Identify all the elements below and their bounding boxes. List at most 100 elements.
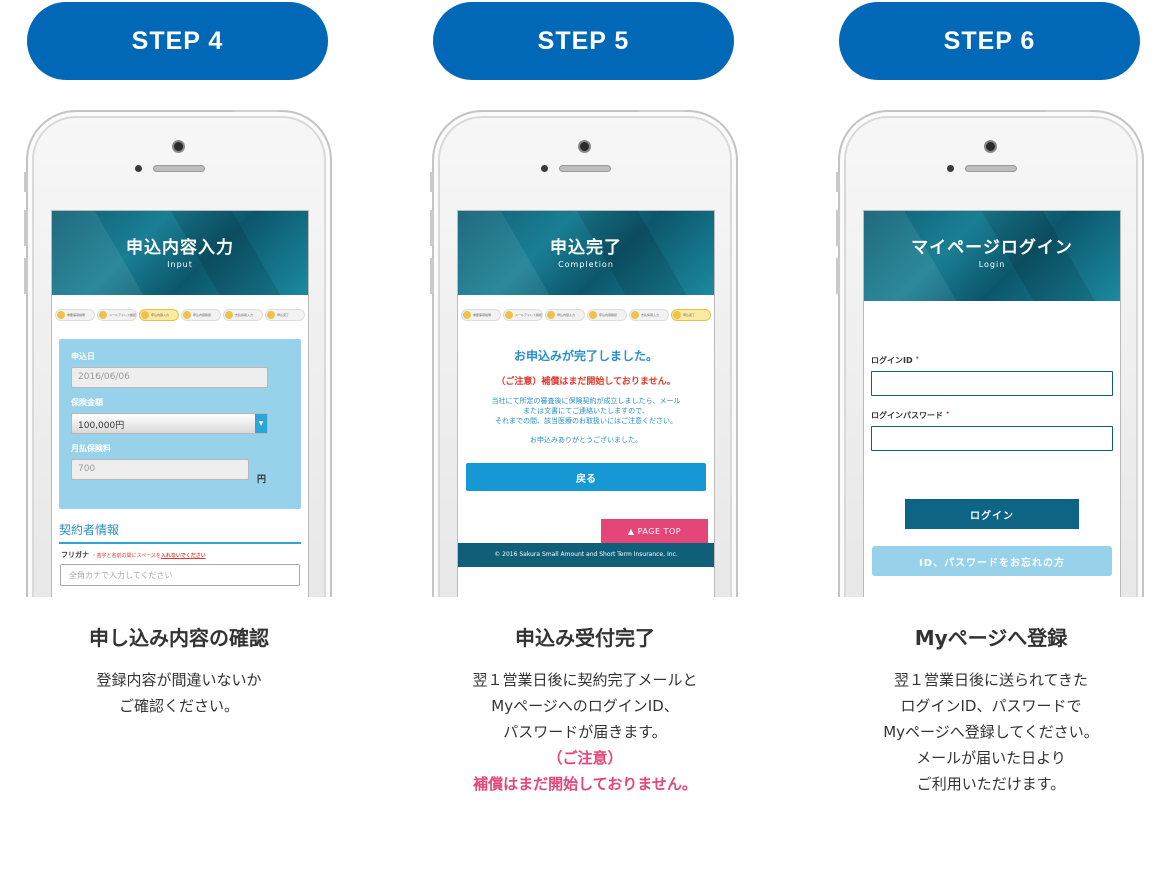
thanks-message: お申込みありがとうございました。 <box>530 436 642 444</box>
step-5-caption: 翌１営業日後に契約完了メールと MyページへのログインID、 パスワードが届きま… <box>430 667 740 797</box>
caption-notice-line: 補償はまだ開始しておりません。 <box>473 775 697 793</box>
progress-step: 重要事項説明 <box>55 309 95 321</box>
caption-line: ご確認ください。 <box>118 697 239 715</box>
caption-line: 翌１営業日後に契約完了メールと <box>472 671 698 689</box>
password-input[interactable] <box>871 426 1113 451</box>
camera-icon <box>984 140 997 153</box>
volume-down-button <box>836 258 840 294</box>
sensor-dot <box>135 165 142 172</box>
back-button[interactable]: 戻る <box>466 463 706 491</box>
screen-subtitle: Login <box>978 260 1006 269</box>
caution-message: （ご注意）補償はまだ開始しておりません。 <box>496 377 676 387</box>
step-6-badge: STEP 6 <box>839 2 1140 80</box>
caption-line: メールが届いた日より <box>916 749 1066 767</box>
power-button <box>1044 110 1092 112</box>
application-form: 申込日 2016/06/06 保険金額 100,000円 ▼ 月払保険料 700… <box>59 339 301 509</box>
phone-screen: マイページログイン Login ログインID • ログインパスワード • ログイ… <box>863 210 1121 597</box>
mute-switch <box>430 172 434 192</box>
step-6-column: STEP 6 マイページログイン Login ログインID • ログインパスワー… <box>836 0 1146 890</box>
progress-step: 支払情報入力 <box>629 309 669 321</box>
progress-steps: 重要事項説明 メールアドレス確認 申込内容入力 申込内容確認 支払情報入力 申込… <box>52 295 308 329</box>
contractor-section-title: 契約者情報 <box>59 521 301 544</box>
power-button <box>232 110 280 112</box>
forgot-credentials-button[interactable]: ID、パスワードをお忘れの方 <box>872 546 1112 576</box>
phone-screen: 申込完了 Completion 重要事項説明 メールアドレス確認 申込内容入力 … <box>457 210 715 597</box>
phone-mockup: 申込内容入力 Input 重要事項説明 メールアドレス確認 申込内容入力 申込内… <box>24 110 334 597</box>
volume-down-button <box>430 258 434 294</box>
step-5-column: STEP 5 申込完了 Completion 重要事項説明 メールアドレス確認 … <box>430 0 740 890</box>
completion-message: お申込みが完了しました。 <box>513 349 658 363</box>
speaker-grille <box>153 165 205 172</box>
progress-step: メールアドレス確認 <box>503 309 543 321</box>
caption-line: MyページへのログインID、 <box>491 697 679 715</box>
caption-line: Myページへ登録してください。 <box>883 723 1099 741</box>
screen-header: マイページログイン Login <box>864 211 1120 301</box>
step-6-caption: 翌１営業日後に送られてきた ログインID、パスワードで Myページへ登録してくだ… <box>836 667 1146 797</box>
progress-step: 支払情報入力 <box>223 309 263 321</box>
speaker-grille <box>559 165 611 172</box>
field-label-date: 申込日 <box>71 352 95 361</box>
caption-line: ログインID、パスワードで <box>900 697 1082 715</box>
password-label: ログインパスワード • <box>871 410 950 420</box>
yen-unit: 円 <box>257 475 267 485</box>
step-5-caption-title: 申込み受付完了 <box>515 626 655 650</box>
detail-line: 当社にて所定の審査後に保険契約が成立しましたら、メール <box>491 397 681 405</box>
application-date-input[interactable]: 2016/06/06 <box>71 367 268 388</box>
speaker-grille <box>965 165 1017 172</box>
progress-step: 申込完了 <box>265 309 305 321</box>
field-label-amount: 保険金額 <box>71 398 103 407</box>
screen-subtitle: Input <box>167 260 193 269</box>
detail-line: または文書にてご連絡いたしますので、 <box>523 407 649 415</box>
volume-down-button <box>24 258 28 294</box>
progress-step-active: 申込完了 <box>671 309 711 321</box>
progress-step: 申込内容確認 <box>181 309 221 321</box>
furigana-label: フリガナ <box>61 551 89 559</box>
progress-step-active: 申込内容入力 <box>139 309 179 321</box>
progress-step: メールアドレス確認 <box>97 309 137 321</box>
screen-title: 申込完了 <box>550 238 622 258</box>
step-4-column: STEP 4 申込内容入力 Input 重要事項説明 メールアドレス確認 申込内… <box>24 0 334 890</box>
step-4-badge: STEP 4 <box>27 2 328 80</box>
step-4-caption: 登録内容が間違いないか ご確認ください。 <box>24 667 334 719</box>
mute-switch <box>24 172 28 192</box>
screen-subtitle: Completion <box>558 260 614 269</box>
page-top-button[interactable]: ▲ PAGE TOP <box>601 519 708 543</box>
field-label-premium: 月払保険料 <box>71 444 111 453</box>
monthly-premium-input[interactable]: 700 <box>71 459 249 480</box>
login-id-label: ログインID • <box>871 355 920 365</box>
caption-line: ご利用いただけます。 <box>916 775 1066 793</box>
sensor-dot <box>541 165 548 172</box>
completion-details: 当社にて所定の審査後に保険契約が成立しましたら、メール または文書にてご連絡いた… <box>458 396 714 426</box>
furigana-input[interactable]: 全角カナで入力してください <box>60 564 300 586</box>
login-button[interactable]: ログイン <box>905 499 1079 529</box>
furigana-label-row: フリガナ ・苗字と名前の間にスペースを入れないでください <box>61 550 299 560</box>
copyright-footer: © 2016 Sakura Small Amount and Short Ter… <box>458 543 714 567</box>
volume-up-button <box>836 210 840 246</box>
progress-step: 申込内容入力 <box>545 309 585 321</box>
chevron-down-icon: ▼ <box>255 414 267 433</box>
caption-notice-line: （ご注意） <box>547 749 623 767</box>
step-5-badge: STEP 5 <box>433 2 734 80</box>
volume-up-button <box>24 210 28 246</box>
volume-up-button <box>430 210 434 246</box>
insurance-amount-select[interactable]: 100,000円 ▼ <box>71 413 268 434</box>
power-button <box>638 110 686 112</box>
caption-line: 翌１営業日後に送られてきた <box>893 671 1089 689</box>
phone-screen: 申込内容入力 Input 重要事項説明 メールアドレス確認 申込内容入力 申込内… <box>51 210 309 597</box>
screen-title: マイページログイン <box>911 238 1073 258</box>
camera-icon <box>578 140 591 153</box>
detail-line: それまでの間、該当医療のお取扱いにはご注意ください。 <box>495 417 677 425</box>
progress-step: 重要事項説明 <box>461 309 501 321</box>
login-id-input[interactable] <box>871 371 1113 396</box>
caption-line: パスワードが届きます。 <box>503 723 667 741</box>
screen-header: 申込完了 Completion <box>458 211 714 295</box>
phone-mockup: 申込完了 Completion 重要事項説明 メールアドレス確認 申込内容入力 … <box>430 110 740 597</box>
progress-steps: 重要事項説明 メールアドレス確認 申込内容入力 申込内容確認 支払情報入力 申込… <box>458 295 714 329</box>
step-6-caption-title: Myページへ登録 <box>914 626 1068 650</box>
phone-mockup: マイページログイン Login ログインID • ログインパスワード • ログイ… <box>836 110 1146 597</box>
camera-icon <box>172 140 185 153</box>
progress-step: 申込内容確認 <box>587 309 627 321</box>
mute-switch <box>836 172 840 192</box>
screen-header: 申込内容入力 Input <box>52 211 308 295</box>
screen-title: 申込内容入力 <box>126 238 234 258</box>
